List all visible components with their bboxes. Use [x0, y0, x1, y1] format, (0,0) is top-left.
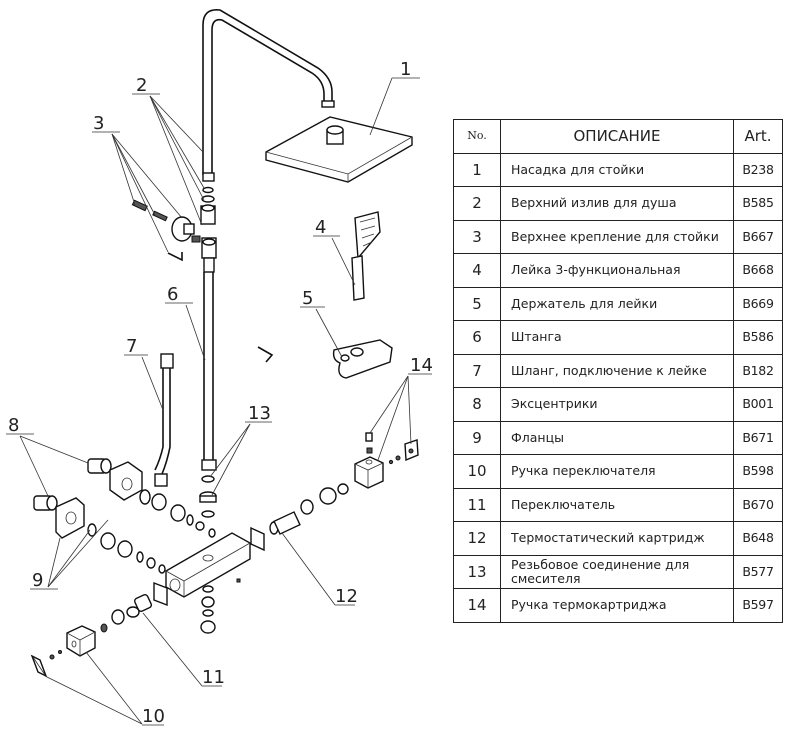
part-description: Резьбовое соединение для смесителя	[500, 554, 734, 589]
thermostatic-cartridge	[269, 483, 349, 535]
callout-13: 13	[248, 403, 271, 424]
article-code: B669	[733, 286, 783, 321]
callout-9: 9	[32, 570, 43, 591]
part-number: 1	[453, 152, 501, 187]
mixer-body	[153, 526, 265, 607]
article-code: B001	[733, 387, 783, 422]
part-number: 6	[453, 320, 501, 355]
callout-5: 5	[302, 288, 313, 309]
article-code: B586	[733, 320, 783, 355]
header-no: No.	[453, 119, 501, 154]
article-code: B598	[733, 454, 783, 489]
hose	[154, 353, 174, 487]
leader-lines	[6, 77, 432, 726]
callout-8: 8	[8, 415, 19, 436]
upper-pipe-fittings	[200, 172, 217, 273]
article-code: B238	[733, 152, 783, 187]
part-description: Верхний излив для душа	[500, 186, 734, 221]
part-number: 11	[453, 487, 501, 522]
part-description: Лейка 3-функциональная	[500, 253, 734, 288]
eccentrics-and-flanges	[33, 458, 143, 539]
article-code: B648	[733, 521, 783, 556]
callout-labels: 1 2 3 4 5 6 7 8 9 10 11 12 13 14	[8, 59, 433, 727]
mixer-connection-fittings	[199, 475, 217, 518]
part-description: Эксцентрики	[500, 387, 734, 422]
part-number: 7	[453, 353, 501, 388]
callout-10: 10	[142, 706, 165, 727]
article-code: B577	[733, 554, 783, 589]
table-header-row: No. ОПИСАНИЕ Art.	[453, 119, 783, 154]
part-number: 12	[453, 521, 501, 556]
lower-inlet-parts	[87, 523, 166, 574]
callout-7: 7	[126, 336, 137, 357]
part-description: Штанга	[500, 320, 734, 355]
part-number: 13	[453, 554, 501, 589]
part-description: Переключатель	[500, 487, 734, 522]
header-description: ОПИСАНИЕ	[500, 119, 734, 154]
article-code: B182	[733, 353, 783, 388]
callout-11: 11	[202, 667, 225, 688]
article-code: B585	[733, 186, 783, 221]
part-number: 2	[453, 186, 501, 221]
part-description: Держатель для лейки	[500, 286, 734, 321]
part-description: Ручка переключателя	[500, 454, 734, 489]
shower-head	[265, 116, 413, 183]
hand-shower	[351, 211, 381, 301]
article-code: B667	[733, 219, 783, 254]
handshower-holder	[257, 339, 393, 379]
part-description: Насадка для стойки	[500, 152, 734, 187]
part-number: 3	[453, 219, 501, 254]
callout-3: 3	[93, 113, 104, 134]
lower-outlet-fittings	[200, 585, 216, 634]
part-number: 4	[453, 253, 501, 288]
callout-6: 6	[167, 284, 178, 305]
article-code: B671	[733, 420, 783, 455]
part-number: 14	[453, 588, 501, 623]
article-code: B670	[733, 487, 783, 522]
part-description: Фланцы	[500, 420, 734, 455]
article-code: B668	[733, 253, 783, 288]
callout-4: 4	[315, 217, 326, 238]
part-description: Верхнее крепление для стойки	[500, 219, 734, 254]
part-number: 10	[453, 454, 501, 489]
diverter	[100, 593, 153, 633]
header-art: Art.	[733, 119, 783, 154]
shower-rod	[201, 272, 217, 471]
wall-bracket	[131, 199, 201, 262]
thermostat-handle	[354, 432, 419, 489]
upper-inlet-parts	[139, 489, 216, 538]
callout-12: 12	[335, 586, 358, 607]
part-number: 8	[453, 387, 501, 422]
diverter-handle	[30, 625, 96, 678]
callout-2: 2	[136, 75, 147, 96]
part-number: 9	[453, 420, 501, 455]
part-number: 5	[453, 286, 501, 321]
callout-1: 1	[400, 59, 411, 80]
upper-shower-pipe	[202, 8, 335, 175]
part-description: Термостатический картридж	[500, 521, 734, 556]
article-code: B597	[733, 588, 783, 623]
part-description: Шланг, подключение к лейке	[500, 353, 734, 388]
part-description: Ручка термокартриджа	[500, 588, 734, 623]
callout-14: 14	[410, 355, 433, 376]
